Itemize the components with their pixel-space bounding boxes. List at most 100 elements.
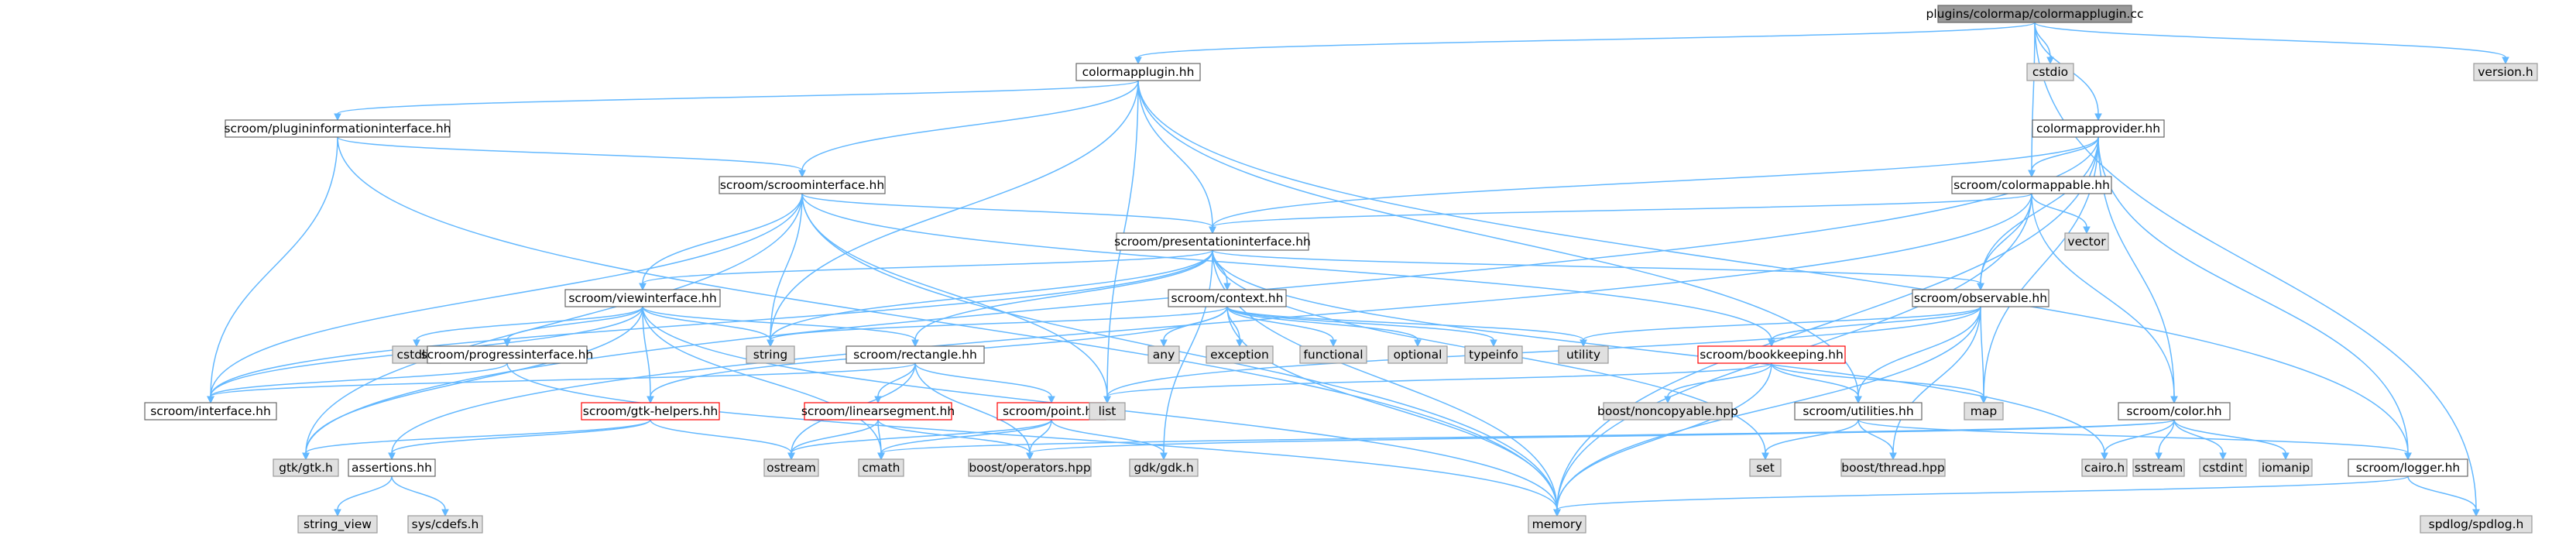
edge-arrowhead — [1160, 339, 1168, 348]
edge-bookkeeping-to-noncopyable — [1664, 362, 1772, 404]
edge-arrowhead — [2094, 113, 2102, 122]
edge-line — [1771, 362, 1984, 397]
node-cstdint: cstdint — [2199, 458, 2247, 477]
edge-line — [391, 419, 651, 454]
node-label: scroom/progressinterface.hh — [421, 348, 594, 362]
node-scroom-observable-hh[interactable]: scroom/observable.hh — [1912, 289, 2049, 307]
edge-line — [416, 306, 643, 341]
edge-arrowhead — [207, 396, 214, 404]
edge-arrowhead — [1889, 452, 1897, 461]
node-colormapplugin-hh[interactable]: colormapplugin.hh — [1075, 63, 1201, 81]
node-label: any — [1153, 348, 1175, 362]
node-ostream: ostream — [763, 458, 819, 477]
node-label: scroom/gtk-helpers.hh — [583, 404, 718, 418]
node-scroom-logger-hh[interactable]: scroom/logger.hh — [2348, 458, 2468, 477]
edge-line — [877, 419, 1031, 454]
edge-line — [1857, 419, 2409, 454]
edge-line — [2031, 22, 2036, 171]
node-assertions-hh[interactable]: assertions.hh — [348, 458, 436, 477]
edge-line — [1892, 306, 1981, 454]
edge-arrowhead — [1490, 339, 1497, 348]
node-scroom-utilities-hh[interactable]: scroom/utilities.hh — [1794, 402, 1923, 421]
node-boost-operators-hpp: boost/operators.hpp — [968, 458, 1092, 477]
node-scroom-point-hh[interactable]: scroom/point.hh — [996, 402, 1106, 421]
node-box — [1558, 345, 1609, 364]
node-box — [2081, 458, 2128, 477]
edge-arrowhead — [1134, 57, 1142, 65]
node-label: boost/thread.hpp — [1841, 461, 1944, 475]
node-scroom-plugininformationinterface-hh[interactable]: scroom/plugininformationinterface.hh — [224, 119, 451, 138]
node-scroom-rectangle-hh[interactable]: scroom/rectangle.hh — [846, 345, 985, 364]
edge-line — [801, 193, 1772, 341]
node-scroom-context-hh[interactable]: scroom/context.hh — [1168, 289, 1287, 307]
edge-bookkeeping-to-memory — [1553, 362, 1772, 517]
node-label: scroom/viewinterface.hh — [568, 291, 716, 305]
edge-line — [1029, 419, 1052, 454]
node-box — [2420, 515, 2533, 534]
edge-observable-to-map — [1980, 306, 1988, 404]
edge-arrowhead — [334, 509, 341, 517]
edge-line — [770, 249, 1213, 341]
edge-arrowhead — [2170, 396, 2178, 404]
node-box — [564, 289, 721, 307]
node-box — [1697, 345, 1846, 364]
node-label: cairo.h — [2084, 461, 2125, 475]
node-scroom-scroominterface-hh[interactable]: scroom/scroominterface.hh — [719, 176, 886, 194]
node-box — [1794, 402, 1923, 421]
node-plugins-colormap-colormapplugin-cc[interactable]: plugins/colormap/colormapplugin.cc — [1926, 5, 2144, 23]
node-label: scroom/linearsegment.hh — [801, 404, 955, 418]
node-scroom-color-hh[interactable]: scroom/color.hh — [2118, 402, 2231, 421]
edge-arrowhead — [798, 170, 806, 178]
node-label: cstdlib — [397, 348, 437, 362]
edge-colormappable-to-colorhh — [2031, 193, 2178, 404]
edge-bookkeeping-to-map — [1771, 362, 1988, 404]
edge-line — [210, 193, 803, 397]
node-exception: exception — [1206, 345, 1274, 364]
node-label: spdlog/spdlog.h — [2429, 517, 2524, 531]
node-scroom-interface-hh[interactable]: scroom/interface.hh — [144, 402, 277, 421]
edge-line — [2031, 136, 2099, 171]
node-scroom-colormappable-hh[interactable]: scroom/colormappable.hh — [1951, 176, 2112, 194]
edge-arrowhead — [1768, 339, 1775, 348]
node-sys-cdefs-h: sys/cdefs.h — [407, 515, 483, 534]
edge-line — [2031, 193, 2175, 397]
edge-arrowhead — [2219, 452, 2227, 461]
edge-colorhh-to-sstream — [2155, 419, 2175, 461]
node-box — [858, 458, 904, 477]
edge-viewinterface-to-cstdlib — [413, 306, 643, 348]
edge-line — [2407, 475, 2477, 510]
node-scroom-viewinterface-hh[interactable]: scroom/viewinterface.hh — [564, 289, 721, 307]
edge-colorhh-to-iomanip — [2173, 419, 2290, 461]
edge-line — [1556, 475, 2409, 510]
edge-line — [1106, 362, 1772, 397]
node-scroom-linearsegment-hh[interactable]: scroom/linearsegment.hh — [801, 402, 955, 421]
node-label: colormapprovider.hh — [2036, 122, 2160, 136]
edge-line — [877, 362, 916, 397]
node-colormapprovider-hh[interactable]: colormapprovider.hh — [2032, 119, 2165, 138]
edge-line — [1212, 249, 1981, 284]
node-scroom-presentationinterface-hh[interactable]: scroom/presentationinterface.hh — [1114, 232, 1311, 251]
node-label: colormapplugin.hh — [1082, 65, 1195, 79]
node-box — [2259, 458, 2313, 477]
edge-line — [1583, 306, 1981, 341]
edge-line — [1857, 306, 1981, 397]
edge-plugininfo-to-interface — [207, 136, 338, 404]
edge-line — [1226, 306, 1584, 341]
edge-context-to-optional — [1226, 306, 1422, 348]
node-scroom-progressinterface-hh[interactable]: scroom/progressinterface.hh — [421, 345, 594, 364]
node-label: plugins/colormap/colormapplugin.cc — [1926, 7, 2143, 21]
edge-rectangle-to-interface — [207, 362, 916, 404]
edge-arrowhead — [1048, 396, 1055, 404]
edge-colorhh-to-operators — [1026, 419, 2175, 461]
node-scroom-gtk-helpers-hh[interactable]: scroom/gtk-helpers.hh — [581, 402, 720, 421]
edge-arrowhead — [441, 509, 449, 517]
node-label: cstdio — [2032, 65, 2068, 79]
node-box — [2473, 63, 2538, 81]
node-scroom-bookkeeping-hh[interactable]: scroom/bookkeeping.hh — [1697, 345, 1846, 364]
edge-line — [642, 306, 651, 397]
node-label: memory — [1532, 517, 1583, 531]
node-box — [1168, 289, 1287, 307]
edge-line — [2158, 419, 2175, 454]
edge-linearsegment-to-ostream — [787, 419, 879, 461]
edge-bookkeeping-to-list — [1103, 362, 1772, 404]
